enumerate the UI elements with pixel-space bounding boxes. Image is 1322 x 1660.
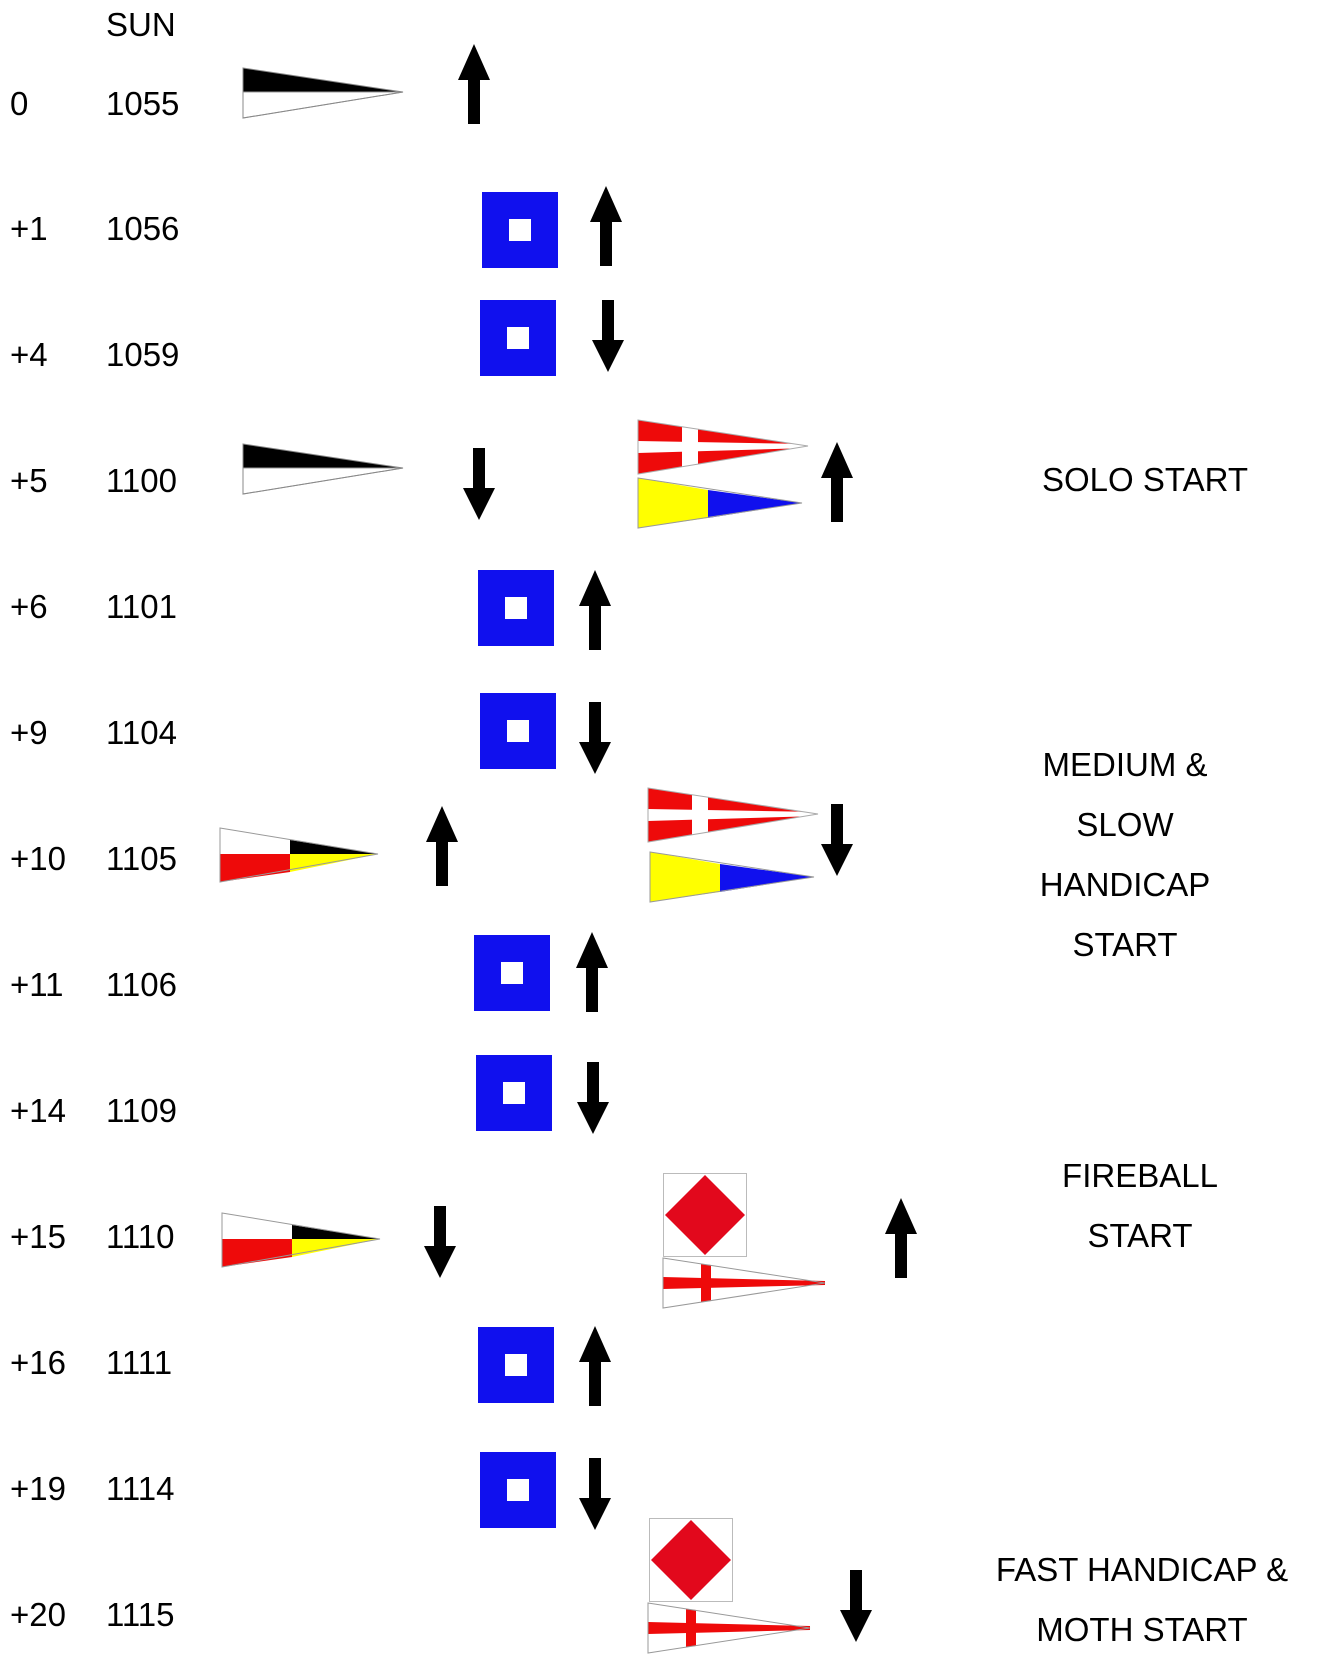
blue-p-flag-icon: [478, 1327, 554, 1403]
time-label: 1110: [106, 1218, 175, 1255]
offset-label: +5: [10, 462, 48, 499]
arrow-up-icon: [426, 806, 458, 886]
blue-p-flag-icon: [480, 693, 556, 769]
time-label: 1055: [106, 85, 180, 122]
arrow-up-icon: [885, 1198, 917, 1278]
white-red-cross-pennant-icon: [647, 1602, 811, 1654]
yellow-blue-pennant-icon: [649, 851, 815, 903]
offset-label: +11: [10, 966, 64, 1003]
arrow-down-icon: [463, 448, 495, 520]
time-label: 1059: [106, 336, 180, 373]
arrow-down-icon: [840, 1570, 872, 1642]
arrow-up-icon: [590, 186, 622, 266]
arrow-up-icon: [821, 442, 853, 522]
offset-label: +20: [10, 1596, 66, 1633]
offset-label: +4: [10, 336, 48, 373]
black-white-pennant-icon: [242, 443, 404, 495]
arrow-down-icon: [577, 1062, 609, 1134]
offset-label: +19: [10, 1470, 66, 1507]
arrow-down-icon: [821, 804, 853, 876]
arrow-up-icon: [579, 1326, 611, 1406]
time-label: 1106: [106, 966, 177, 1003]
arrow-down-icon: [579, 1458, 611, 1530]
arrow-up-icon: [458, 44, 490, 124]
red-white-cross-pennant-icon: [637, 419, 809, 475]
red-white-cross-pennant-icon: [647, 787, 819, 843]
solo-start-label: SOLO START: [1042, 461, 1248, 498]
offset-label: +10: [10, 840, 66, 877]
arrow-down-icon: [579, 702, 611, 774]
start-label-line: HANDICAP: [1039, 866, 1211, 903]
arrow-up-icon: [579, 570, 611, 650]
red-white-black-yellow-pennant-icon: [219, 827, 379, 883]
start-label-line: SLOW: [1076, 806, 1174, 843]
time-label: 1114: [106, 1470, 175, 1507]
time-label: 1109: [106, 1092, 177, 1129]
yellow-blue-pennant-icon: [637, 477, 803, 529]
black-white-pennant-icon: [242, 67, 404, 119]
start-label-line: START: [1072, 926, 1178, 963]
time-label: 1115: [106, 1596, 175, 1633]
blue-p-flag-icon: [476, 1055, 552, 1131]
arrow-up-icon: [576, 932, 608, 1012]
offset-label: +14: [10, 1092, 66, 1129]
red-diamond-flag-icon: [663, 1173, 747, 1257]
time-label: 1056: [106, 210, 180, 247]
offset-label: 0: [10, 85, 29, 122]
time-label: 1104: [106, 714, 177, 751]
fast-moth-start-label: FAST HANDICAP & MOTH START: [972, 1540, 1312, 1660]
blue-p-flag-icon: [474, 935, 550, 1011]
fireball-start-label: FIREBALL START: [970, 1146, 1310, 1266]
offset-label: +6: [10, 588, 48, 625]
start-label-line: FIREBALL: [1062, 1157, 1218, 1194]
start-label-line: START: [1087, 1217, 1193, 1254]
offset-label: +15: [10, 1218, 66, 1255]
time-label: 1100: [106, 462, 177, 499]
white-red-cross-pennant-icon: [662, 1257, 826, 1309]
time-label: 1101: [106, 588, 177, 625]
blue-p-flag-icon: [478, 570, 554, 646]
time-label: 1105: [106, 840, 177, 877]
arrow-down-icon: [592, 300, 624, 372]
blue-p-flag-icon: [480, 1452, 556, 1528]
offset-label: +16: [10, 1344, 66, 1381]
offset-label: +9: [10, 714, 48, 751]
blue-p-flag-icon: [480, 300, 556, 376]
red-white-black-yellow-pennant-icon: [221, 1212, 381, 1268]
start-label-line: FAST HANDICAP &: [995, 1551, 1289, 1588]
day-label: SUN: [106, 6, 176, 43]
start-label-line: MEDIUM &: [1042, 746, 1208, 783]
blue-p-flag-icon: [482, 192, 558, 268]
arrow-down-icon: [424, 1206, 456, 1278]
medium-slow-start-label: MEDIUM & SLOW HANDICAP START: [955, 735, 1295, 975]
time-label: 1111: [106, 1344, 173, 1381]
offset-label: +1: [10, 210, 48, 247]
start-label-line: MOTH START: [1036, 1611, 1248, 1648]
red-diamond-flag-icon: [649, 1518, 733, 1602]
